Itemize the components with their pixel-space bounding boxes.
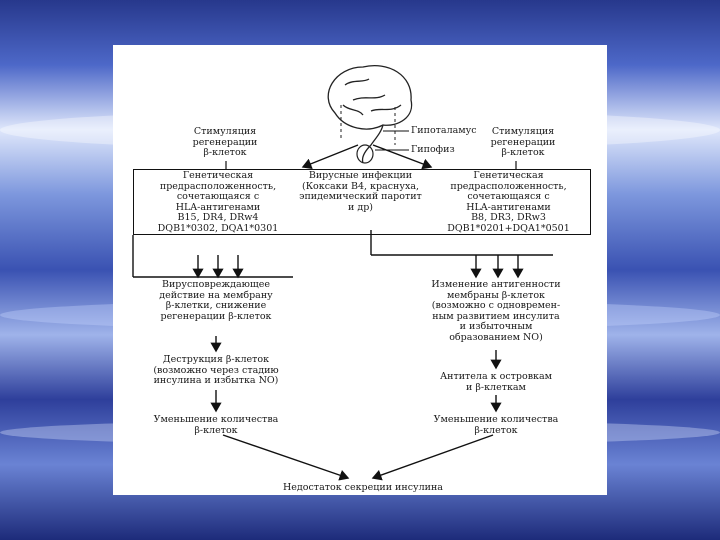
left-step-1: Вирусповреждающее действие на мембрану β… [159,279,273,322]
pituitary-label: Гипофиз [411,144,455,155]
box-left-text: Генетическая предрасположенность, сочета… [157,170,279,234]
box-middle-text: Вирусные инфекции (Коксаки B4, краснуха,… [299,170,422,213]
causes-box [133,169,591,235]
right-step-3: Уменьшение количества β-клеток [433,414,559,436]
left-step-3: Уменьшение количества β-клеток [153,414,279,436]
bottom-result: Недостаток секреции инсулина [283,482,443,493]
right-step-1: Изменение антигенности мембраны β-клеток… [431,279,561,343]
top-left-label: Стимуляция регенерации β-клеток [192,126,258,158]
diagram-panel: Стимуляция регенерации β-клеток Стимуляц… [113,45,607,495]
box-right-text: Генетическая предрасположенность, сочета… [447,170,570,234]
diagram-connectors [132,65,553,481]
brain-icon [327,65,413,164]
pituitary-icon [356,144,374,164]
right-step-2: Антитела к островкам и β-клеткам [439,371,553,393]
hypothalamus-label: Гипоталамус [411,125,477,136]
left-step-2: Деструкция β-клеток (возможно через стад… [153,354,279,386]
top-right-label: Стимуляция регенерации β-клеток [490,126,556,158]
